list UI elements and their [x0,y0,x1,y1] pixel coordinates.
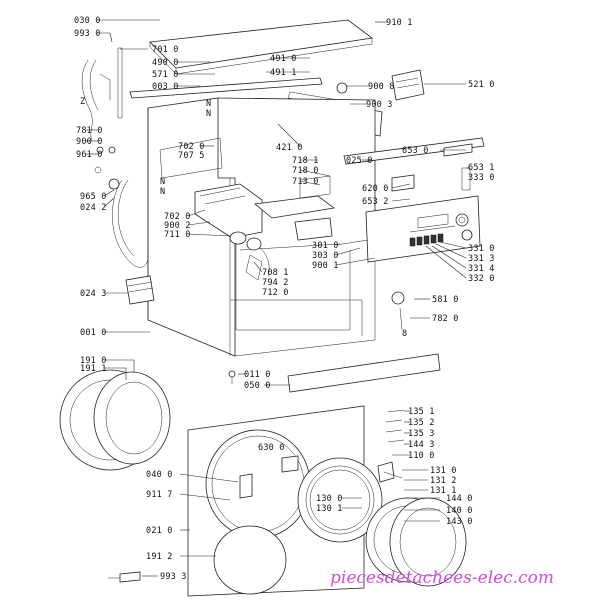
part-label: 794 2 [262,278,289,288]
part-label: 581 0 [432,295,459,305]
part-label: 702 0 [178,142,205,152]
part-label: 110 0 [408,451,435,461]
part-label: 191 2 [146,552,173,562]
programmer [391,69,425,101]
part-label: 144 0 [446,494,473,504]
part-label: 331 3 [468,254,495,264]
part-label: 713 0 [292,177,319,187]
part-label: 781 0 [76,126,103,136]
part-label: 993 3 [160,572,187,582]
part-label: 620 0 [362,184,389,194]
outer-door [365,497,467,587]
part-label: N [206,99,211,109]
part-label: 130 0 [316,494,343,504]
part-label: 491 0 [270,54,297,64]
part-label: 910 1 [386,18,413,28]
part-label: 131 2 [430,476,457,486]
watermark-text: piecesdetachees-elec.com [330,568,554,588]
part-label: 135 2 [408,418,435,428]
part-label: 003 0 [152,82,179,92]
button-row [409,233,444,247]
part-label: 303 0 [312,251,339,261]
part-label: 712 0 [262,288,289,298]
door-ring [297,457,383,543]
part-label: 707 5 [178,151,205,161]
part-label: 040 0 [146,470,173,480]
part-label: 025 0 [346,156,373,166]
part-label: 490 0 [152,58,179,68]
plinth [287,353,441,393]
part-label: 191 0 [80,356,107,366]
part-drawings [59,19,485,597]
part-label: 143 0 [446,517,473,527]
part-label: 333 0 [468,173,495,183]
part-label: 900 0 [76,137,103,147]
part-label: 993 0 [74,29,101,39]
part-label: 521 0 [468,80,495,90]
part-label: 653 2 [362,197,389,207]
control-panel [365,195,481,263]
part-label: 135 3 [408,429,435,439]
part-label: 331 4 [468,264,495,274]
part-label: 050 0 [244,381,271,391]
part-label: 571 0 [152,70,179,80]
part-label: 630 0 [258,443,285,453]
part-label: N [160,187,165,197]
part-label: 900 1 [312,261,339,271]
part-label: 900 2 [164,221,191,231]
drain-hose [112,179,149,268]
part-label: 131 1 [430,486,457,496]
part-label: 961 0 [76,150,103,160]
part-label: 702 0 [164,212,191,222]
door-assembly [59,369,171,471]
part-label: 024 2 [80,203,107,213]
part-label: 911 7 [146,490,173,500]
part-label: 900 3 [366,100,393,110]
part-label: 030 0 [74,16,101,26]
part-label: 965 0 [80,192,107,202]
part-label: 301 0 [312,241,339,251]
part-label: N [206,109,211,119]
part-label: 653 1 [468,163,495,173]
part-label: 331 0 [468,244,495,254]
part-label: 711 0 [164,230,191,240]
part-label: 144 3 [408,440,435,450]
part-label: 491 1 [270,68,297,78]
part-label: 001 0 [80,328,107,338]
part-label: Z [80,97,85,107]
part-label: 718 0 [292,166,319,176]
detergent-drawer [194,183,263,239]
part-label: 718 1 [292,156,319,166]
part-label: 653 0 [402,146,429,156]
part-label: 135 1 [408,407,435,417]
part-label: 782 0 [432,314,459,324]
part-label: 332 0 [468,274,495,284]
part-label: 191 1 [80,364,107,374]
inlet-hose [81,59,93,141]
part-label: N [160,177,165,187]
part-label: 708 1 [262,268,289,278]
top-rail [129,77,323,99]
part-label: 011 0 [244,370,271,380]
part-label: 900 8 [368,82,395,92]
part-label: 8 [402,329,407,339]
part-label: 130 1 [316,504,343,514]
part-label: 140 0 [446,506,473,516]
part-label: 701 0 [152,45,179,55]
control-strip [343,137,485,165]
leader-lines [86,19,470,577]
part-label: 024 3 [80,289,107,299]
part-label: 421 0 [276,143,303,153]
part-label: 021 0 [146,526,173,536]
part-labels: 030 0 993 0 910 1 701 0 490 0 491 0 571 … [74,16,495,582]
part-label: 131 0 [430,466,457,476]
